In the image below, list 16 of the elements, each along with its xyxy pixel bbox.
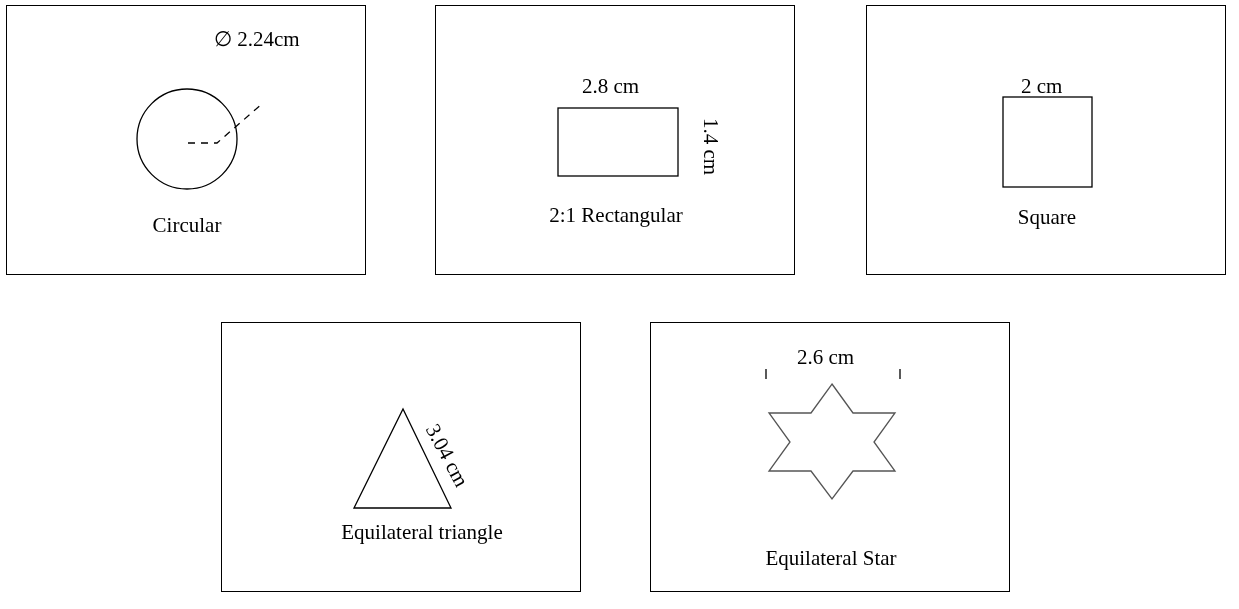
dimension-label: 1.4 cm [700, 117, 722, 176]
dimension-label: ∅ 2.24cm [214, 29, 300, 50]
dimension-label: 3.04 cm [421, 420, 472, 491]
figure-panel [866, 5, 1226, 275]
shape-caption: 2:1 Rectangular [549, 205, 683, 226]
shape-caption: Circular [152, 215, 222, 236]
dimension-label: 2.8 cm [582, 76, 640, 97]
shape-caption: Square [1017, 207, 1077, 228]
figure-panel [435, 5, 795, 275]
dimension-label: 2 cm [1021, 76, 1063, 97]
shape-caption: Equilateral triangle [341, 522, 503, 543]
figure-panel [221, 322, 581, 592]
figure-panel [6, 5, 366, 275]
dimension-label: 2.6 cm [797, 347, 855, 368]
shape-caption: Equilateral Star [765, 548, 897, 569]
figure-panel [650, 322, 1010, 592]
